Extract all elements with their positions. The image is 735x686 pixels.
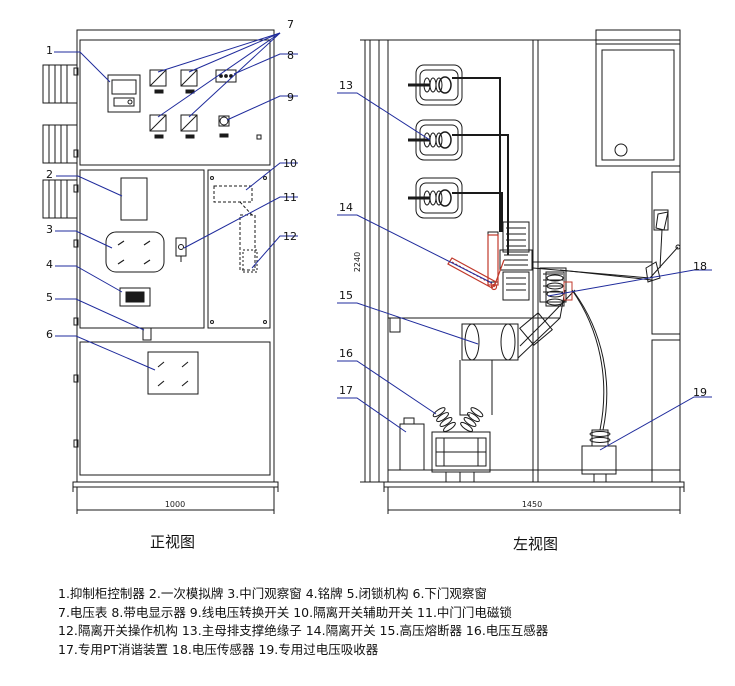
front-callout-numbers: 1 2 3 4 5 6 7 8 9 10 11 12 [46,18,297,341]
overvoltage-absorber [581,429,617,482]
front-view-title: 正视图 [150,533,196,551]
svg-text:5: 5 [46,291,53,304]
svg-text:4: 4 [46,258,53,271]
svg-text:7: 7 [287,18,294,31]
disconnector-operating-mechanism [645,209,681,283]
voltmeters [149,69,198,139]
svg-text:1: 1 [46,44,53,57]
svg-text:13: 13 [339,79,353,92]
svg-text:12: 12 [283,230,297,243]
lv-compartment-top [595,29,681,45]
bottom-door-window [147,351,199,395]
lv-compartment [595,43,681,167]
svg-text:3: 3 [46,223,53,236]
door-handle [175,237,187,257]
svg-text:18: 18 [693,260,707,273]
svg-text:16: 16 [339,347,353,360]
disconnector-aux-switch [213,185,253,203]
svg-text:11: 11 [283,191,297,204]
nameplate [119,287,151,307]
top-door [79,39,271,166]
svg-text:2: 2 [46,168,53,181]
suppression-controller [107,74,141,113]
side-view [360,29,685,514]
svg-text:9: 9 [287,91,294,104]
middle-door [79,169,205,329]
busbars [452,77,509,255]
disconnect-switch [447,234,505,291]
svg-text:14: 14 [339,201,353,214]
component-legend: 1.抑制柜控制器 2.一次模拟牌 3.中门观察窗 4.铭牌 5.闭锁机构 6.下… [58,585,718,660]
front-side-profiles [42,64,79,448]
svg-text:10: 10 [283,157,297,170]
hv-fuses [461,289,576,361]
middle-right-door [207,169,271,329]
front-width-dim-label: 1000 [165,500,185,509]
svg-text:8: 8 [287,49,294,62]
voltage-selector-switch [219,116,229,126]
side-cabinet-outline [387,39,681,483]
mimic-panel [120,177,148,221]
svg-text:17: 17 [339,384,353,397]
voltage-sensor [545,271,573,307]
svg-text:15: 15 [339,289,353,302]
side-width-dim-label: 1450 [522,500,542,509]
legend-line: 17.专用PT消谐装置 18.电压传感器 19.专用过电压吸收器 [58,642,379,658]
busbar-support-insulators [408,64,463,219]
side-callout-leaders [337,92,712,451]
side-height-dim-label: 2240 [353,252,362,272]
svg-text:6: 6 [46,328,53,341]
middle-door-window [105,231,165,273]
legend-line: 1.抑制柜控制器 2.一次模拟牌 3.中门观察窗 4.铭牌 5.闭锁机构 6.下… [58,586,487,601]
bottom-door [79,341,271,476]
front-view [42,29,279,514]
front-callout-leaders [54,32,298,371]
legend-line: 7.电压表 8.带电显示器 9.线电压转换开关 10.隔离开关辅助开关 11.中… [58,604,512,620]
voltage-transformer [431,407,491,482]
side-callout-numbers: 13 14 15 16 17 18 19 [339,79,707,399]
interlock-mechanism [142,327,152,341]
svg-text:19: 19 [693,386,707,399]
legend-line: 12.隔离开关操作机构 13.主母排支撑绝缘子 14.隔离开关 15.高压熔断器… [58,623,549,639]
side-view-title: 左视图 [513,535,559,553]
